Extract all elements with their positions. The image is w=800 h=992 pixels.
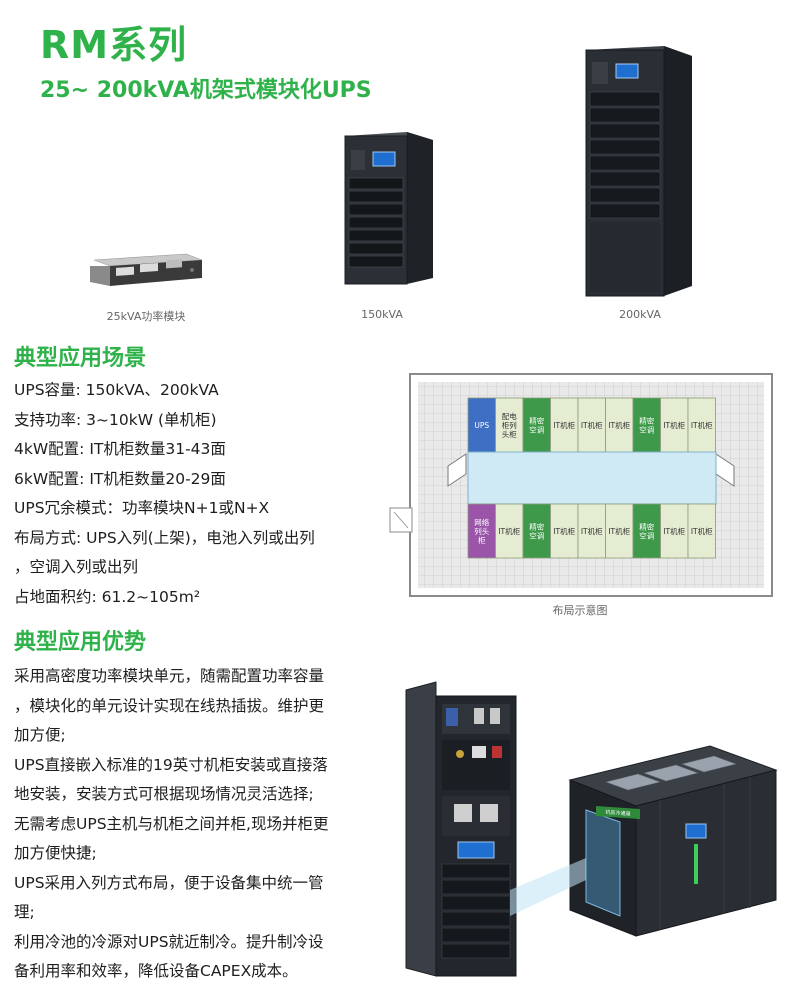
rack-label: IT机柜	[663, 526, 685, 536]
rack-label: 列头	[474, 526, 489, 536]
top-row-rack-it: IT机柜	[577, 397, 606, 453]
open-rack-cabinet-image	[405, 681, 517, 977]
spec-line: 6kW配置: IT机柜数量20-29面	[14, 469, 226, 488]
aisle-door-left	[447, 453, 467, 487]
rack-label: IT机柜	[553, 526, 575, 536]
product-caption-module: 25kVA功率模块	[106, 310, 186, 323]
advantage-line: 地安装，安装方式可根据现场情况灵活选择;	[14, 785, 314, 803]
bottom-row-rack-it: IT机柜	[687, 503, 716, 559]
advantage-line: ，模块化的单元设计实现在线热插拔。维护更	[14, 696, 325, 715]
rack-label: IT机柜	[553, 420, 575, 430]
spec-line: UPS容量: 150kVA、200kVA	[14, 381, 219, 399]
rack-label: IT机柜	[663, 420, 685, 430]
spec-line: UPS冗余模式：功率模块N+1或N+X	[14, 499, 270, 517]
top-row-rack-it: IT机柜	[605, 397, 634, 453]
rack-label: IT机柜	[581, 526, 603, 536]
rack-label: 空调	[639, 531, 654, 541]
spec-line: 布局方式: UPS入列(上架)，电池入列或出列	[14, 528, 315, 547]
power-module-image	[90, 253, 203, 286]
rack-label: UPS	[474, 421, 489, 430]
rack-label: 精密	[639, 416, 654, 426]
bottom-row-rack-it: IT机柜	[605, 503, 634, 559]
advantage-line: 利用冷池的冷源对UPS就近制冷。提升制冷设	[14, 932, 324, 951]
rack-label: IT机柜	[608, 526, 630, 536]
rack-label: 头柜	[502, 429, 517, 439]
advantage-line: UPS直接嵌入标准的19英寸机柜安装或直接落	[14, 755, 328, 774]
svg-text:机房冷通道: 机房冷通道	[606, 809, 631, 818]
spec-line: ，空调入列或出列	[14, 558, 139, 576]
advantage-line: 理;	[14, 903, 35, 921]
advantages-heading: 典型应用优势	[14, 630, 147, 655]
ups-150kva-image	[344, 132, 433, 285]
rack-label: 空调	[639, 425, 654, 435]
rack-label: 网络	[474, 517, 489, 527]
rack-label: 配电	[502, 411, 517, 421]
advantage-line: 备利用率和效率，降低设备CAPEX成本。	[14, 962, 298, 980]
bottom-row-rack-it: IT机柜	[660, 503, 689, 559]
rack-label: 柜	[478, 535, 486, 545]
top-row-rack-it: IT机柜	[687, 397, 716, 453]
cold-aisle	[467, 451, 717, 505]
rack-label: 空调	[529, 425, 544, 435]
rack-label: 空调	[529, 531, 544, 541]
rack-label: 精密	[529, 416, 544, 426]
top-row-rack-ups: UPS	[467, 397, 496, 453]
rack-label: IT机柜	[691, 526, 713, 536]
bottom-row-rack-it: IT机柜	[550, 503, 579, 559]
product-caption-200kva: 200kVA	[619, 308, 661, 321]
scenario-spec-list: UPS容量: 150kVA、200kVA 支持功率: 3~10kW (单机柜) …	[14, 376, 394, 612]
pod-door-sign	[596, 806, 640, 820]
rack-label: IT机柜	[581, 420, 603, 430]
advantage-line: 加方便;	[14, 726, 66, 744]
rack-label: IT机柜	[608, 420, 630, 430]
scenario-heading: 典型应用场景	[14, 346, 147, 371]
spec-line: 支持功率: 3~10kW (单机柜)	[14, 410, 217, 429]
bottom-row-rack-it: IT机柜	[495, 503, 524, 559]
page-title: RM系列	[40, 23, 188, 67]
spec-line: 4kW配置: IT机柜数量31-43面	[14, 440, 226, 458]
spec-line: 占地面积约: 61.2~105m²	[14, 587, 201, 606]
rack-label: IT机柜	[691, 420, 713, 430]
ups-200kva-image	[585, 46, 692, 297]
top-row-rack-it: IT机柜	[660, 397, 689, 453]
rack-label: 精密	[529, 522, 544, 532]
advantages-list: 采用高密度功率模块单元，随需配置功率容量 ，模块化的单元设计实现在线热插拔。维护…	[14, 662, 399, 987]
bottom-row-rack-it: IT机柜	[577, 503, 606, 559]
rack-label: 精密	[639, 522, 654, 532]
advantage-line: 采用高密度功率模块单元，随需配置功率容量	[14, 667, 325, 685]
rack-label: IT机柜	[498, 526, 520, 536]
page-subtitle: 25~ 200kVA机架式模块化UPS	[40, 78, 372, 103]
advantage-line: UPS采用入列方式布局，便于设备集中统一管	[14, 873, 324, 892]
product-caption-150kva: 150kVA	[361, 308, 403, 321]
micro-module-pod-image: 机房冷通道	[510, 745, 778, 937]
layout-diagram-caption: 布局示意图	[552, 604, 608, 617]
rack-label: 柜列	[502, 420, 517, 430]
advantage-line: 无需考虑UPS主机与机柜之间并柜,现场并柜更	[14, 814, 329, 833]
advantage-line: 加方便快捷;	[14, 844, 97, 862]
top-row-rack-it: IT机柜	[550, 397, 579, 453]
